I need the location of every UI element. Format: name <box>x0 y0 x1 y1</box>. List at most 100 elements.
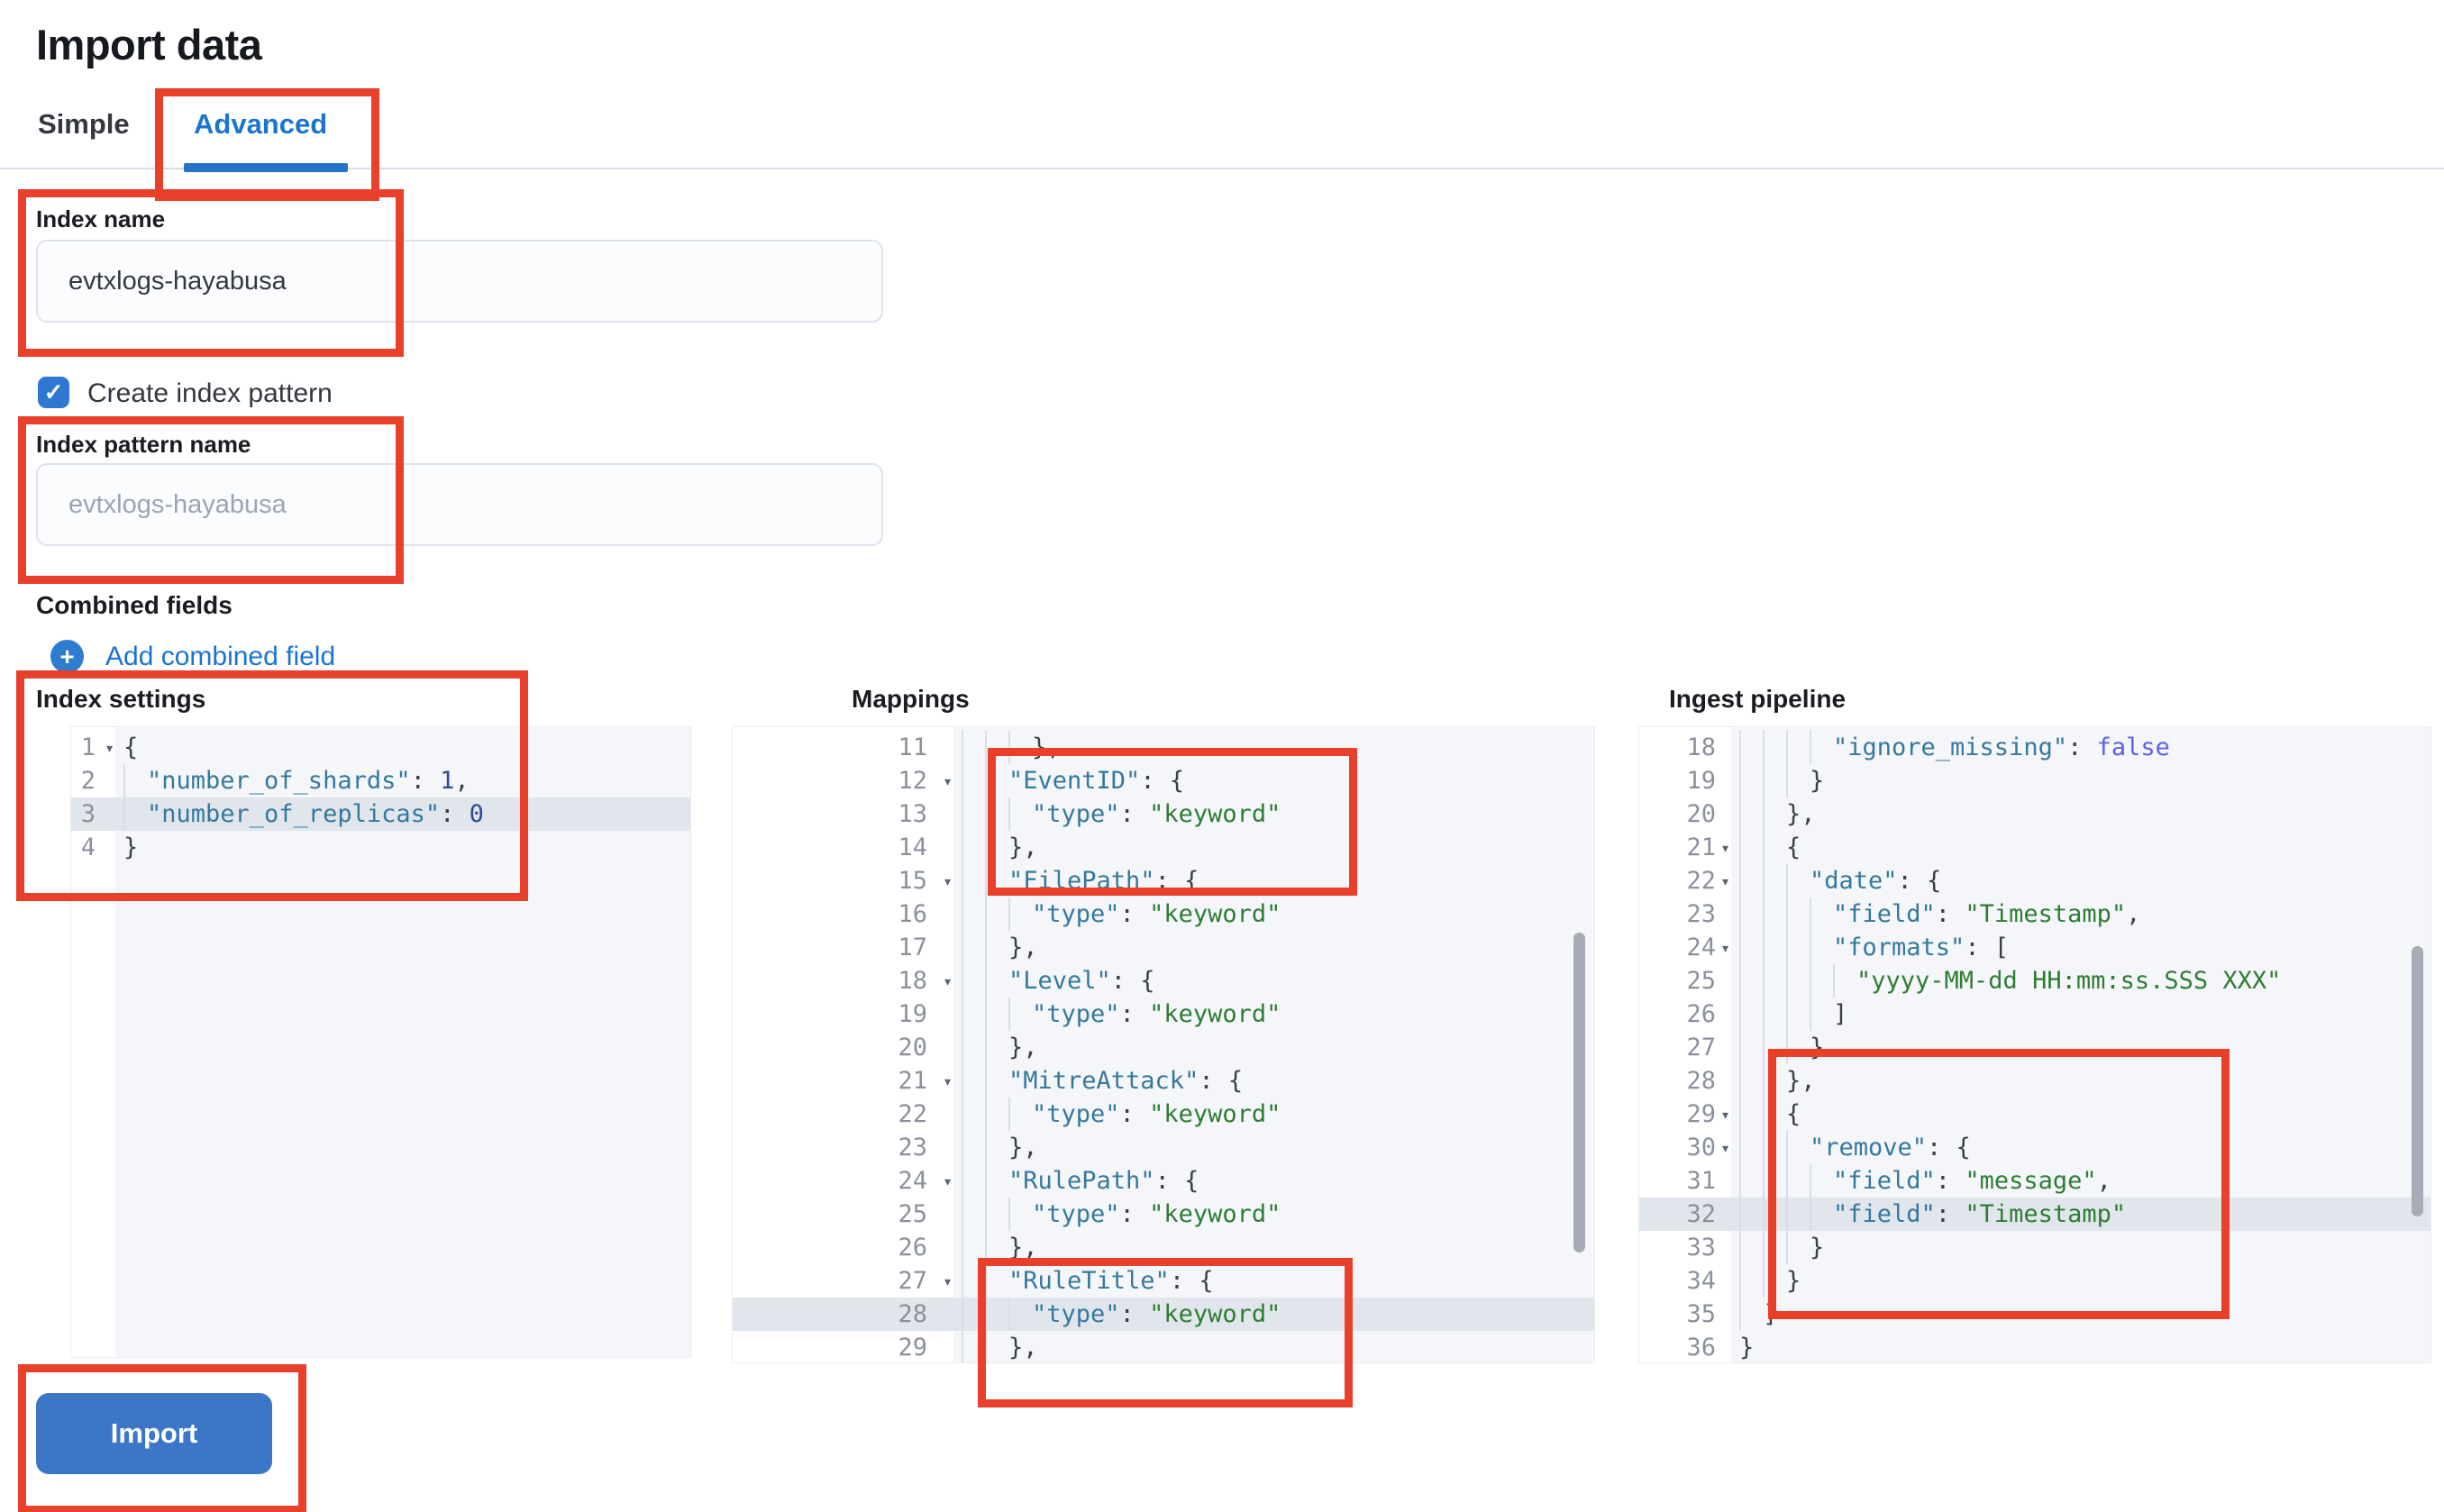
code-line[interactable]: 23"field": "Timestamp", <box>1639 897 2430 931</box>
fold-arrow-icon[interactable]: ▾ <box>1720 1106 1730 1125</box>
code-line[interactable]: 30▾"remove": { <box>1639 1131 2430 1164</box>
gutter-line-number: 26 <box>1686 1000 1716 1028</box>
code-line[interactable]: 28}, <box>1639 1064 2430 1098</box>
tab-simple[interactable]: Simple <box>38 108 130 140</box>
editor-rows: 1▾{2"number_of_shards": 1,3"number_of_re… <box>71 731 690 864</box>
code-line[interactable]: 12▾"EventID": { <box>733 764 1594 797</box>
code-line[interactable]: 20}, <box>733 1031 1594 1064</box>
gutter-line-number: 18▾ <box>733 964 953 997</box>
gutter-line-number: 4 <box>80 833 96 861</box>
code-text: "type": "keyword" <box>953 797 1594 831</box>
index-pattern-name-input[interactable] <box>36 463 883 546</box>
fold-arrow-icon[interactable]: ▾ <box>943 1272 953 1291</box>
code-text: }, <box>1731 797 2430 831</box>
add-combined-field-label: Add combined field <box>105 641 336 671</box>
code-line[interactable]: 26] <box>1639 997 2430 1031</box>
fold-arrow-icon[interactable]: ▾ <box>105 739 114 758</box>
fold-arrow-icon[interactable]: ▾ <box>1720 939 1730 958</box>
fold-arrow-icon[interactable]: ▾ <box>943 972 953 991</box>
code-line[interactable]: 15▾"FilePath": { <box>733 864 1594 897</box>
code-line[interactable]: 28"type": "keyword" <box>733 1298 1594 1331</box>
mappings-scrollbar[interactable] <box>1573 933 1585 1252</box>
gutter-line-number: 21▾ <box>733 1064 953 1098</box>
code-line[interactable]: 23}, <box>733 1131 1594 1164</box>
code-line[interactable]: 18"ignore_missing": false <box>1639 731 2430 764</box>
code-line[interactable]: 2"number_of_shards": 1, <box>71 764 690 797</box>
code-line[interactable]: 36} <box>1639 1331 2430 1362</box>
code-text: "number_of_replicas": 0 <box>115 797 690 831</box>
code-line[interactable]: 29}, <box>733 1331 1594 1362</box>
code-line[interactable]: 25"type": "keyword" <box>733 1198 1594 1231</box>
gutter-line-number: 30▾ <box>1639 1131 1731 1164</box>
code-line[interactable]: 20}, <box>1639 797 2430 831</box>
code-text: } <box>1731 1231 2430 1264</box>
code-line[interactable]: 21▾"MitreAttack": { <box>733 1064 1594 1098</box>
index-settings-editor[interactable]: 1▾{2"number_of_shards": 1,3"number_of_re… <box>70 726 691 1358</box>
code-line[interactable]: 17}, <box>733 931 1594 964</box>
code-text: } <box>1731 1031 2430 1064</box>
code-line[interactable]: 24▾"formats": [ <box>1639 931 2430 964</box>
code-line[interactable]: 18▾"Level": { <box>733 964 1594 997</box>
fold-arrow-icon[interactable]: ▾ <box>1720 839 1730 858</box>
code-line[interactable]: 22"type": "keyword" <box>733 1098 1594 1131</box>
code-line[interactable]: 13"type": "keyword" <box>733 797 1594 831</box>
code-line[interactable]: 22▾"date": { <box>1639 864 2430 897</box>
gutter-line-number: 23 <box>1686 900 1716 928</box>
code-line[interactable]: 21▾{ <box>1639 831 2430 864</box>
fold-arrow-icon[interactable]: ▾ <box>943 1172 953 1191</box>
code-line[interactable]: 14}, <box>733 831 1594 864</box>
code-line[interactable]: 35] <box>1639 1298 2430 1331</box>
fold-arrow-icon[interactable]: ▾ <box>943 872 953 891</box>
code-line[interactable]: 27▾"RuleTitle": { <box>733 1264 1594 1298</box>
code-line[interactable]: 31"field": "message", <box>1639 1164 2430 1198</box>
gutter-line-number: 22 <box>898 1100 927 1128</box>
editor-content-background <box>1731 727 2430 1362</box>
code-text: "formats": [ <box>1731 931 2430 964</box>
code-line[interactable]: 25"yyyy-MM-dd HH:mm:ss.SSS XXX" <box>1639 964 2430 997</box>
fold-arrow-icon[interactable]: ▾ <box>943 1072 953 1091</box>
mappings-editor[interactable]: 11},12▾"EventID": {13"type": "keyword"14… <box>732 726 1595 1363</box>
code-line[interactable]: 19} <box>1639 764 2430 797</box>
code-line[interactable]: 11}, <box>733 731 1594 764</box>
code-text: { <box>123 733 139 761</box>
code-text: }, <box>953 1331 1594 1362</box>
code-text: "RulePath": { <box>953 1164 1594 1198</box>
code-line[interactable]: 32"field": "Timestamp" <box>1639 1198 2430 1231</box>
code-line[interactable]: 33} <box>1639 1231 2430 1264</box>
gutter-line-number: 20 <box>1686 800 1716 828</box>
code-line[interactable]: 19"type": "keyword" <box>733 997 1594 1031</box>
create-index-pattern-label[interactable]: Create index pattern <box>87 378 333 408</box>
code-line[interactable]: 26}, <box>733 1231 1594 1264</box>
code-line[interactable]: 29▾{ <box>1639 1098 2430 1131</box>
gutter-line-number: 3 <box>80 800 96 828</box>
fold-arrow-icon[interactable]: ▾ <box>1720 1139 1730 1158</box>
gutter-line-number: 27 <box>1686 1034 1716 1061</box>
create-index-pattern-checkbox[interactable]: ✓ <box>38 377 69 408</box>
code-text: "Level": { <box>953 964 1594 997</box>
gutter-line-number: 18 <box>1686 733 1716 761</box>
import-button[interactable]: Import <box>36 1393 272 1474</box>
index-name-input[interactable] <box>36 240 883 323</box>
code-line[interactable]: 16"type": "keyword" <box>733 897 1594 931</box>
code-line[interactable]: 4} <box>71 831 690 864</box>
fold-arrow-icon[interactable]: ▾ <box>943 772 953 791</box>
fold-arrow-icon[interactable]: ▾ <box>1720 872 1730 891</box>
gutter-line-number: 14 <box>898 833 927 861</box>
code-line[interactable]: 34} <box>1639 1264 2430 1298</box>
gutter-line-number: 27▾ <box>733 1264 953 1298</box>
code-text: "field": "Timestamp" <box>1731 1198 2430 1231</box>
gutter-line-number: 19 <box>1686 767 1716 795</box>
add-combined-field-link[interactable]: + Add combined field <box>50 640 335 673</box>
code-line[interactable]: 24▾"RulePath": { <box>733 1164 1594 1198</box>
index-pattern-name-label: Index pattern name <box>36 431 251 458</box>
code-line[interactable]: 1▾{ <box>71 731 690 764</box>
gutter-line-number: 15▾ <box>733 864 953 897</box>
gutter-line-number: 29▾ <box>1639 1098 1731 1131</box>
code-line[interactable]: 27} <box>1639 1031 2430 1064</box>
code-line[interactable]: 3 "number_of_replicas": 0 <box>71 797 690 831</box>
tab-advanced[interactable]: Advanced <box>194 108 328 140</box>
ingest-pipeline-scrollbar[interactable] <box>2412 946 2423 1216</box>
code-text: } <box>123 833 139 861</box>
